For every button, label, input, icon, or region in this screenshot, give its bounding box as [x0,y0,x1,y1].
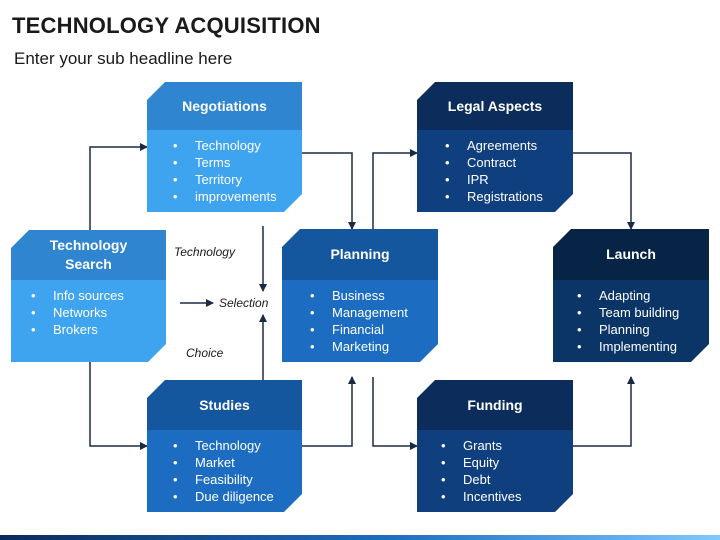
negotiations-header: Negotiations [147,82,302,130]
legal-aspects-body: Agreements Contract IPR Registrations [417,130,573,212]
list-item: Info sources [31,287,124,304]
list-item: Technology [173,137,277,154]
label-choice: Choice [186,346,224,360]
arrow-planning-to-legal [372,149,418,229]
planning-header: Planning [282,229,438,280]
list-item: Financial [310,321,408,338]
technology-search-header: Technology Search [11,230,166,280]
page-title: TECHNOLOGY ACQUISITION [12,13,321,38]
label-selection: Selection [219,296,269,310]
arrow-funding-to-launch [573,376,635,447]
negotiations-body: Technology Terms Territory improvements [147,130,302,212]
launch-title: Launch [606,246,656,262]
funding-body: Grants Equity Debt Incentives [417,430,573,512]
studies-body: Technology Market Feasibility Due dilige… [147,430,302,512]
launch-header: Launch [553,229,709,280]
launch-body: Adapting Team building Planning Implemen… [553,280,709,362]
list-item: Terms [173,154,277,171]
list-item: Business [310,287,408,304]
planning-body: Business Management Financial Marketing [282,280,438,362]
negotiations-title: Negotiations [182,97,267,114]
list-item: Adapting [577,287,679,304]
planning-title: Planning [330,246,390,262]
technology-search-box: Technology Search Info sources Networks … [11,230,166,362]
arrow-studies-to-planning [302,376,356,447]
list-item: Team building [577,304,679,321]
studies-title: Studies [199,396,250,413]
technology-search-body: Info sources Networks Brokers [11,280,166,362]
list-item: Due diligence [173,488,274,505]
launch-box: Launch Adapting Team building Planning I… [553,229,709,362]
list-item: Marketing [310,338,408,355]
list-item: Registrations [445,188,543,205]
list-item: Contract [445,154,543,171]
funding-header: Funding [417,380,573,430]
list-item: Feasibility [173,471,274,488]
list-item: Agreements [445,137,543,154]
arrow-planning-to-funding [372,377,418,450]
list-item: Debt [441,471,522,488]
page-subtitle: Enter your sub headline here [14,49,233,68]
arrow-search-to-negotiations [89,143,148,230]
list-item: Technology [173,437,274,454]
studies-box: Studies Technology Market Feasibility Du… [147,380,302,512]
negotiations-box: Negotiations Technology Terms Territory … [147,82,302,212]
list-item: Territory [173,171,277,188]
list-item: Brokers [31,321,124,338]
arrow-search-to-studies [89,362,148,450]
list-item: Planning [577,321,679,338]
arrow-negotiations-to-planning [302,152,356,230]
legal-aspects-header: Legal Aspects [417,82,573,130]
legal-aspects-box: Legal Aspects Agreements Contract IPR Re… [417,82,573,212]
list-item: Management [310,304,408,321]
list-item: Networks [31,304,124,321]
list-item: IPR [445,171,543,188]
funding-box: Funding Grants Equity Debt Incentives [417,380,573,512]
technology-search-title-line1: Technology [49,237,128,253]
list-item: Implementing [577,338,679,355]
planning-box: Planning Business Management Financial M… [282,229,438,362]
label-technology: Technology [174,245,235,259]
list-item: Market [173,454,274,471]
arrow-legal-to-launch [573,152,635,230]
list-item: Grants [441,437,522,454]
list-item: Equity [441,454,522,471]
studies-header: Studies [147,380,302,430]
list-item: improvements [173,188,277,205]
funding-title: Funding [467,396,523,413]
legal-aspects-title: Legal Aspects [447,97,543,114]
bottom-accent-bar [0,535,720,540]
list-item: Incentives [441,488,522,505]
technology-search-title-line2: Search [65,256,112,272]
